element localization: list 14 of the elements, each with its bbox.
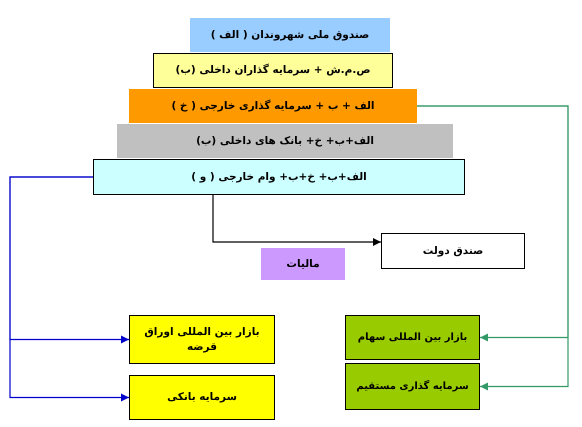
level-box: الف+ب+ خ+ب+ وام خارجی ( و ): [93, 159, 465, 195]
level-box: الف + ب + سرمایه گذاری خارجی ( خ ): [129, 89, 417, 123]
market-box: بازار بین المللی اوراق قرضه: [129, 315, 275, 364]
level-box: صندوق ملی شهروندان ( الف ): [190, 18, 390, 52]
arrow: [9, 176, 129, 402]
arrow: [212, 195, 381, 246]
level-box: الف+ب+ خ+ بانک های داخلی (ب): [117, 124, 453, 158]
market-box: بازار بین المللی سهام: [345, 315, 480, 360]
tax-box: مالیات: [261, 248, 345, 280]
arrow: [417, 105, 569, 390]
market-box: سرمایه بانکی: [129, 375, 275, 420]
level-box: ص.م.ش + سرمایه گذاران داخلی (ب): [153, 53, 393, 88]
process-box: صندق دولت: [381, 233, 525, 269]
market-box: سرمایه گذاری مستقیم: [345, 363, 480, 410]
